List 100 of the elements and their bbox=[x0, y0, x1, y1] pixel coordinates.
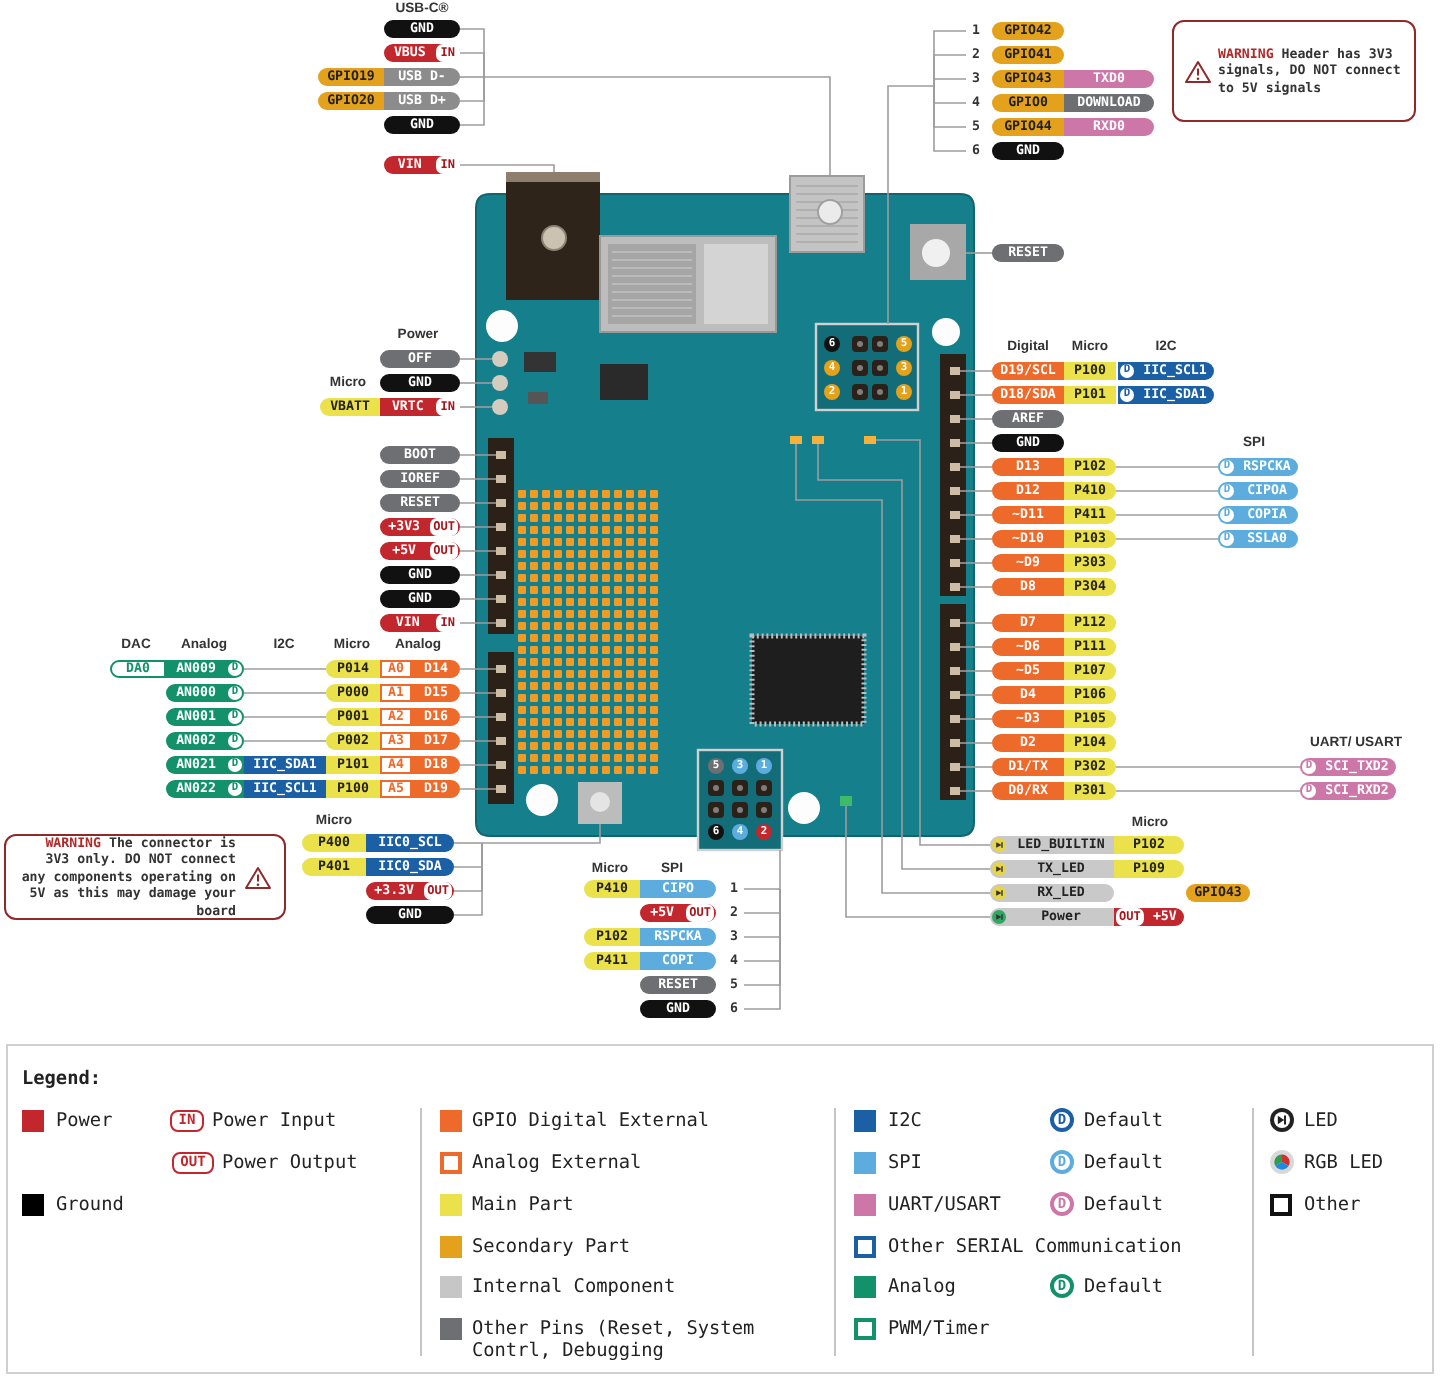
warning-box bbox=[4, 834, 286, 920]
legend-label: Other bbox=[1304, 1193, 1361, 1215]
legend-label: Default bbox=[1084, 1151, 1164, 1173]
pin-label bbox=[990, 836, 1114, 854]
pin-label bbox=[380, 614, 460, 632]
pin-label bbox=[1114, 908, 1184, 926]
leader-line bbox=[817, 443, 991, 870]
legend-label: SPI bbox=[888, 1151, 922, 1173]
leader-line bbox=[243, 740, 327, 742]
pin-label bbox=[1118, 362, 1214, 380]
warning-box bbox=[1172, 20, 1416, 122]
leader-line bbox=[1115, 466, 1219, 468]
pin-label bbox=[166, 684, 244, 702]
pin-label bbox=[380, 518, 460, 536]
legend-label: GPIO Digital External bbox=[472, 1109, 710, 1131]
legend-label: Analog External bbox=[472, 1151, 642, 1173]
legend-label: Main Part bbox=[472, 1193, 574, 1215]
leader-line bbox=[459, 526, 497, 528]
leader-line bbox=[743, 888, 781, 890]
legend-label: Default bbox=[1084, 1193, 1164, 1215]
leader-line bbox=[459, 76, 485, 126]
leader-line bbox=[959, 622, 993, 624]
legend-label: LED bbox=[1304, 1109, 1338, 1131]
leader-line bbox=[459, 764, 497, 766]
legend-label: Power Output bbox=[222, 1151, 358, 1173]
leader-line bbox=[459, 716, 497, 718]
leader-line bbox=[1115, 490, 1219, 492]
leader-line bbox=[959, 442, 993, 444]
legend-label: Other SERIAL Communication bbox=[888, 1235, 1182, 1257]
leader-line bbox=[933, 78, 967, 87]
leader-line bbox=[459, 52, 485, 78]
leader-line bbox=[1115, 790, 1301, 792]
legend-label: Default bbox=[1084, 1275, 1164, 1297]
leader-line bbox=[483, 76, 831, 177]
leader-line bbox=[875, 439, 991, 846]
leader-line bbox=[959, 562, 993, 564]
leader-line bbox=[459, 454, 497, 456]
leader-line bbox=[453, 842, 483, 916]
leader-line bbox=[1115, 514, 1219, 516]
leader-line bbox=[887, 85, 935, 325]
leader-line bbox=[459, 358, 493, 360]
leader-line bbox=[459, 550, 497, 552]
legend-label: Analog bbox=[888, 1275, 956, 1297]
legend-label: Default bbox=[1084, 1109, 1164, 1131]
leader-line bbox=[459, 76, 485, 78]
leader-line bbox=[459, 382, 493, 384]
leader-line bbox=[959, 490, 993, 492]
pin-label bbox=[166, 780, 244, 798]
leader-line bbox=[1115, 766, 1301, 768]
leader-line bbox=[459, 502, 497, 504]
pin-label bbox=[366, 882, 454, 900]
leader-line bbox=[459, 692, 497, 694]
leader-line bbox=[959, 742, 993, 744]
legend-label: Power bbox=[56, 1109, 113, 1131]
pin-label bbox=[384, 156, 460, 174]
leader-line bbox=[459, 406, 493, 408]
legend-label: RGB LED bbox=[1304, 1151, 1384, 1173]
leader-line bbox=[459, 622, 497, 624]
leader-line bbox=[933, 85, 967, 152]
leader-line bbox=[459, 598, 497, 600]
pin-label bbox=[1218, 530, 1298, 548]
legend-label: Other Pins (Reset, System Contrl, Debugging bbox=[472, 1317, 757, 1361]
leader-line bbox=[965, 252, 993, 254]
leader-line bbox=[459, 574, 497, 576]
pin-label bbox=[1118, 386, 1214, 404]
legend-label: I2C bbox=[888, 1109, 922, 1131]
pin-label bbox=[1300, 758, 1396, 776]
leader-line bbox=[959, 394, 993, 396]
legend-title: Legend: bbox=[22, 1067, 102, 1089]
leader-line bbox=[1115, 538, 1219, 540]
pin-label bbox=[990, 908, 1114, 926]
leader-line bbox=[459, 164, 555, 173]
leader-line bbox=[481, 823, 601, 844]
pin-label bbox=[1218, 482, 1298, 500]
pin-label bbox=[166, 732, 244, 750]
legend-label: PWM/Timer bbox=[888, 1317, 990, 1339]
leader-line bbox=[243, 668, 327, 670]
leader-line bbox=[743, 888, 781, 1010]
leader-line bbox=[459, 740, 497, 742]
legend-label: Secondary Part bbox=[472, 1235, 631, 1257]
leader-line bbox=[959, 694, 993, 696]
pin-label bbox=[380, 542, 460, 560]
pin-label bbox=[166, 756, 244, 774]
leader-line bbox=[959, 766, 993, 768]
leader-line bbox=[959, 514, 993, 516]
pin-label bbox=[990, 860, 1114, 878]
leader-line bbox=[959, 646, 993, 648]
leader-line bbox=[959, 586, 993, 588]
leader-line bbox=[959, 466, 993, 468]
legend-label: Internal Component bbox=[472, 1275, 676, 1297]
leader-line bbox=[959, 790, 993, 792]
legend-label: UART/USART bbox=[888, 1193, 1001, 1215]
leader-line bbox=[243, 716, 327, 718]
pin-label bbox=[166, 708, 244, 726]
pin-label bbox=[1300, 782, 1396, 800]
leader-line bbox=[779, 849, 781, 890]
pin-label bbox=[1218, 506, 1298, 524]
leader-line bbox=[459, 788, 497, 790]
leader-line bbox=[959, 418, 993, 420]
leader-line bbox=[243, 692, 327, 694]
